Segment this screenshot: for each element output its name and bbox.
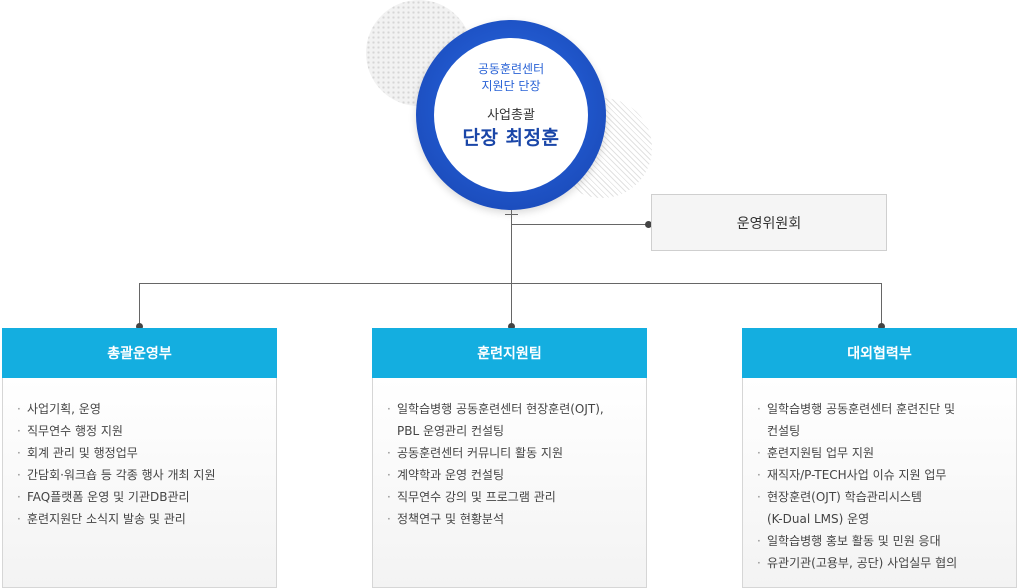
list-item: 직무연수 행정 지원 <box>17 420 262 442</box>
dept-title: 훈련지원팀 <box>477 346 542 362</box>
dept-task-list: 사업기획, 운영 직무연수 행정 지원 회계 관리 및 행정업무 간담회·워크숍… <box>17 398 262 530</box>
head-node <box>434 38 588 192</box>
connector-right-dot <box>878 323 885 330</box>
list-item: 재직자/P-TECH사업 이슈 지원 업무 <box>757 464 1002 486</box>
dept-title: 총괄운영부 <box>107 346 172 362</box>
connector-center-dot <box>508 323 515 330</box>
dept-body: 일학습병행 공동훈련센터 훈련진단 및 컨설팅 훈련지원팀 업무 지원 재직자/… <box>742 378 1017 588</box>
dept-body: 일학습병행 공동훈련센터 현장훈련(OJT), PBL 운영관리 컨설팅 공동훈… <box>372 378 647 588</box>
dept-general-operations: 총괄운영부 사업기획, 운영 직무연수 행정 지원 회계 관리 및 행정업무 간… <box>2 328 277 588</box>
committee-box: 운영위원회 <box>651 194 887 251</box>
dept-header: 총괄운영부 <box>2 328 277 378</box>
dept-external-cooperation: 대외협력부 일학습병행 공동훈련센터 훈련진단 및 컨설팅 훈련지원팀 업무 지… <box>742 328 1017 588</box>
list-item: PBL 운영관리 컨설팅 <box>397 424 505 438</box>
list-item: 간담회·워크숍 등 각종 행사 개최 지원 <box>17 464 262 486</box>
connector-left-dot <box>136 323 143 330</box>
head-org-line2: 지원단 단장 <box>481 79 541 93</box>
head-org-title: 공동훈련센터 지원단 단장 <box>434 61 588 95</box>
dept-header: 훈련지원팀 <box>372 328 647 378</box>
list-item: 회계 관리 및 행정업무 <box>17 442 262 464</box>
dept-header: 대외협력부 <box>742 328 1017 378</box>
list-item: FAQ플랫폼 운영 및 기관DB관리 <box>17 486 262 508</box>
connector-trunk-tick <box>505 214 518 215</box>
committee-label: 운영위원회 <box>736 215 802 232</box>
head-name: 단장 최정훈 <box>462 127 560 149</box>
list-item: 일학습병행 공동훈련센터 현장훈련(OJT), <box>387 398 632 420</box>
list-item: 훈련지원단 소식지 발송 및 관리 <box>17 508 262 530</box>
head-role: 사업총괄 <box>487 108 535 123</box>
connector-committee-dot <box>645 221 652 228</box>
connector-center-drop <box>511 283 512 327</box>
dept-title: 대외협력부 <box>847 346 912 362</box>
list-item: 계약학과 운영 컨설팅 <box>387 464 632 486</box>
dept-task-list: 일학습병행 공동훈련센터 훈련진단 및 컨설팅 훈련지원팀 업무 지원 재직자/… <box>757 398 1002 574</box>
list-item: 컨설팅 <box>767 424 801 438</box>
list-item: 공동훈련센터 커뮤니티 활동 지원 <box>387 442 632 464</box>
connector-committee <box>512 224 651 225</box>
list-item: 유관기관(고용부, 공단) 사업실무 협의 <box>757 552 1002 574</box>
connector-right-drop <box>881 283 882 327</box>
connector-left-drop <box>139 283 140 327</box>
dept-training-support: 훈련지원팀 일학습병행 공동훈련센터 현장훈련(OJT), PBL 운영관리 컨… <box>372 328 647 588</box>
list-item: 훈련지원팀 업무 지원 <box>757 442 1002 464</box>
list-item: 일학습병행 공동훈련센터 훈련진단 및 <box>757 398 1002 420</box>
list-item: 일학습병행 홍보 활동 및 민원 응대 <box>757 530 1002 552</box>
connector-trunk <box>511 210 512 288</box>
list-item: 사업기획, 운영 <box>17 398 262 420</box>
dept-body: 사업기획, 운영 직무연수 행정 지원 회계 관리 및 행정업무 간담회·워크숍… <box>2 378 277 588</box>
list-item: (K-Dual LMS) 운영 <box>767 512 870 526</box>
list-item: 직무연수 강의 및 프로그램 관리 <box>387 486 632 508</box>
head-org-line1: 공동훈련센터 <box>477 62 545 76</box>
list-item: 정책연구 및 현황분석 <box>387 508 632 530</box>
dept-task-list: 일학습병행 공동훈련센터 현장훈련(OJT), PBL 운영관리 컨설팅 공동훈… <box>387 398 632 530</box>
list-item: 현장훈련(OJT) 학습관리시스템 <box>757 486 1002 508</box>
